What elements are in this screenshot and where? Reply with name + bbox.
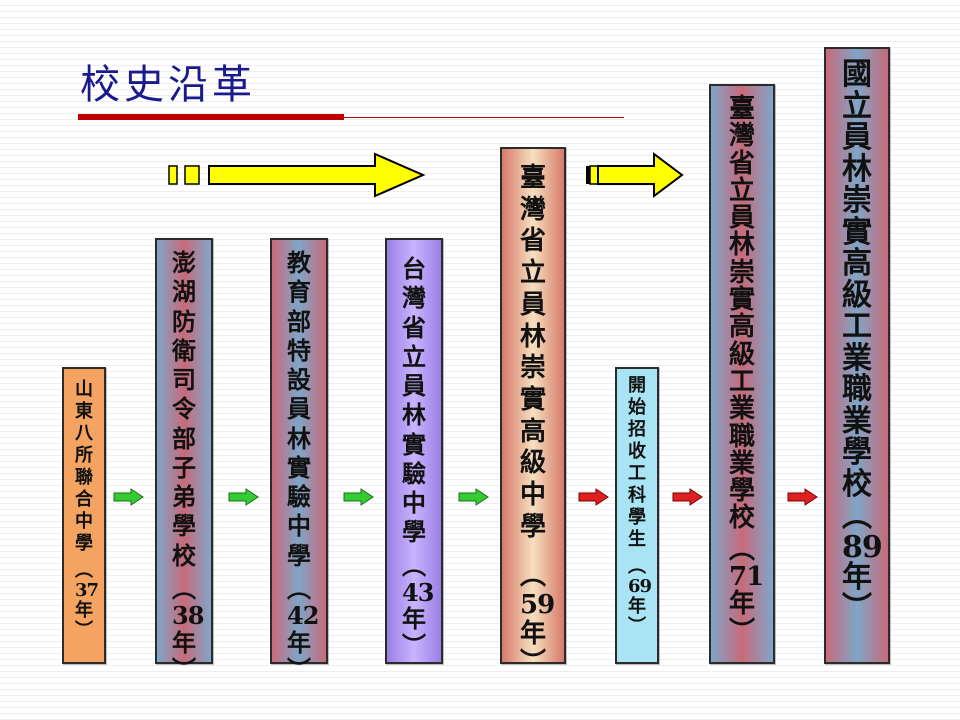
stage-name: 山東八所聯合中學 <box>75 379 93 554</box>
timeline-arrow-2 <box>586 152 684 198</box>
title-underline-thin <box>344 117 624 118</box>
stage-name: 國立員林崇實高級工業職業學校 <box>842 57 872 502</box>
stage-name: 教育部特設員林實驗中學 <box>287 248 311 570</box>
stage-name: 澎湖防衛司令部子弟學校 <box>172 248 196 570</box>
connector-arrow-red-3 <box>787 488 818 506</box>
title-underline <box>78 114 344 120</box>
connector-arrow-green-3 <box>343 488 374 506</box>
connector-arrow-green-2 <box>228 488 259 506</box>
slide-title: 校史沿革 <box>80 62 256 108</box>
timeline-arrow-1 <box>168 152 426 198</box>
connector-arrow-red-2 <box>672 488 703 506</box>
connector-arrow-green-1 <box>113 488 144 506</box>
stage-name: 開始招收工科學生 <box>628 375 646 550</box>
stage-name: 臺灣省立員林崇實高級工業職業學校 <box>729 94 756 534</box>
connector-arrow-red-1 <box>578 488 609 506</box>
stage-name: 台灣省立員林實驗中學 <box>402 254 426 547</box>
stage-name: 臺灣省立員林崇實高級中學 <box>520 163 547 542</box>
connector-arrow-green-4 <box>458 488 489 506</box>
